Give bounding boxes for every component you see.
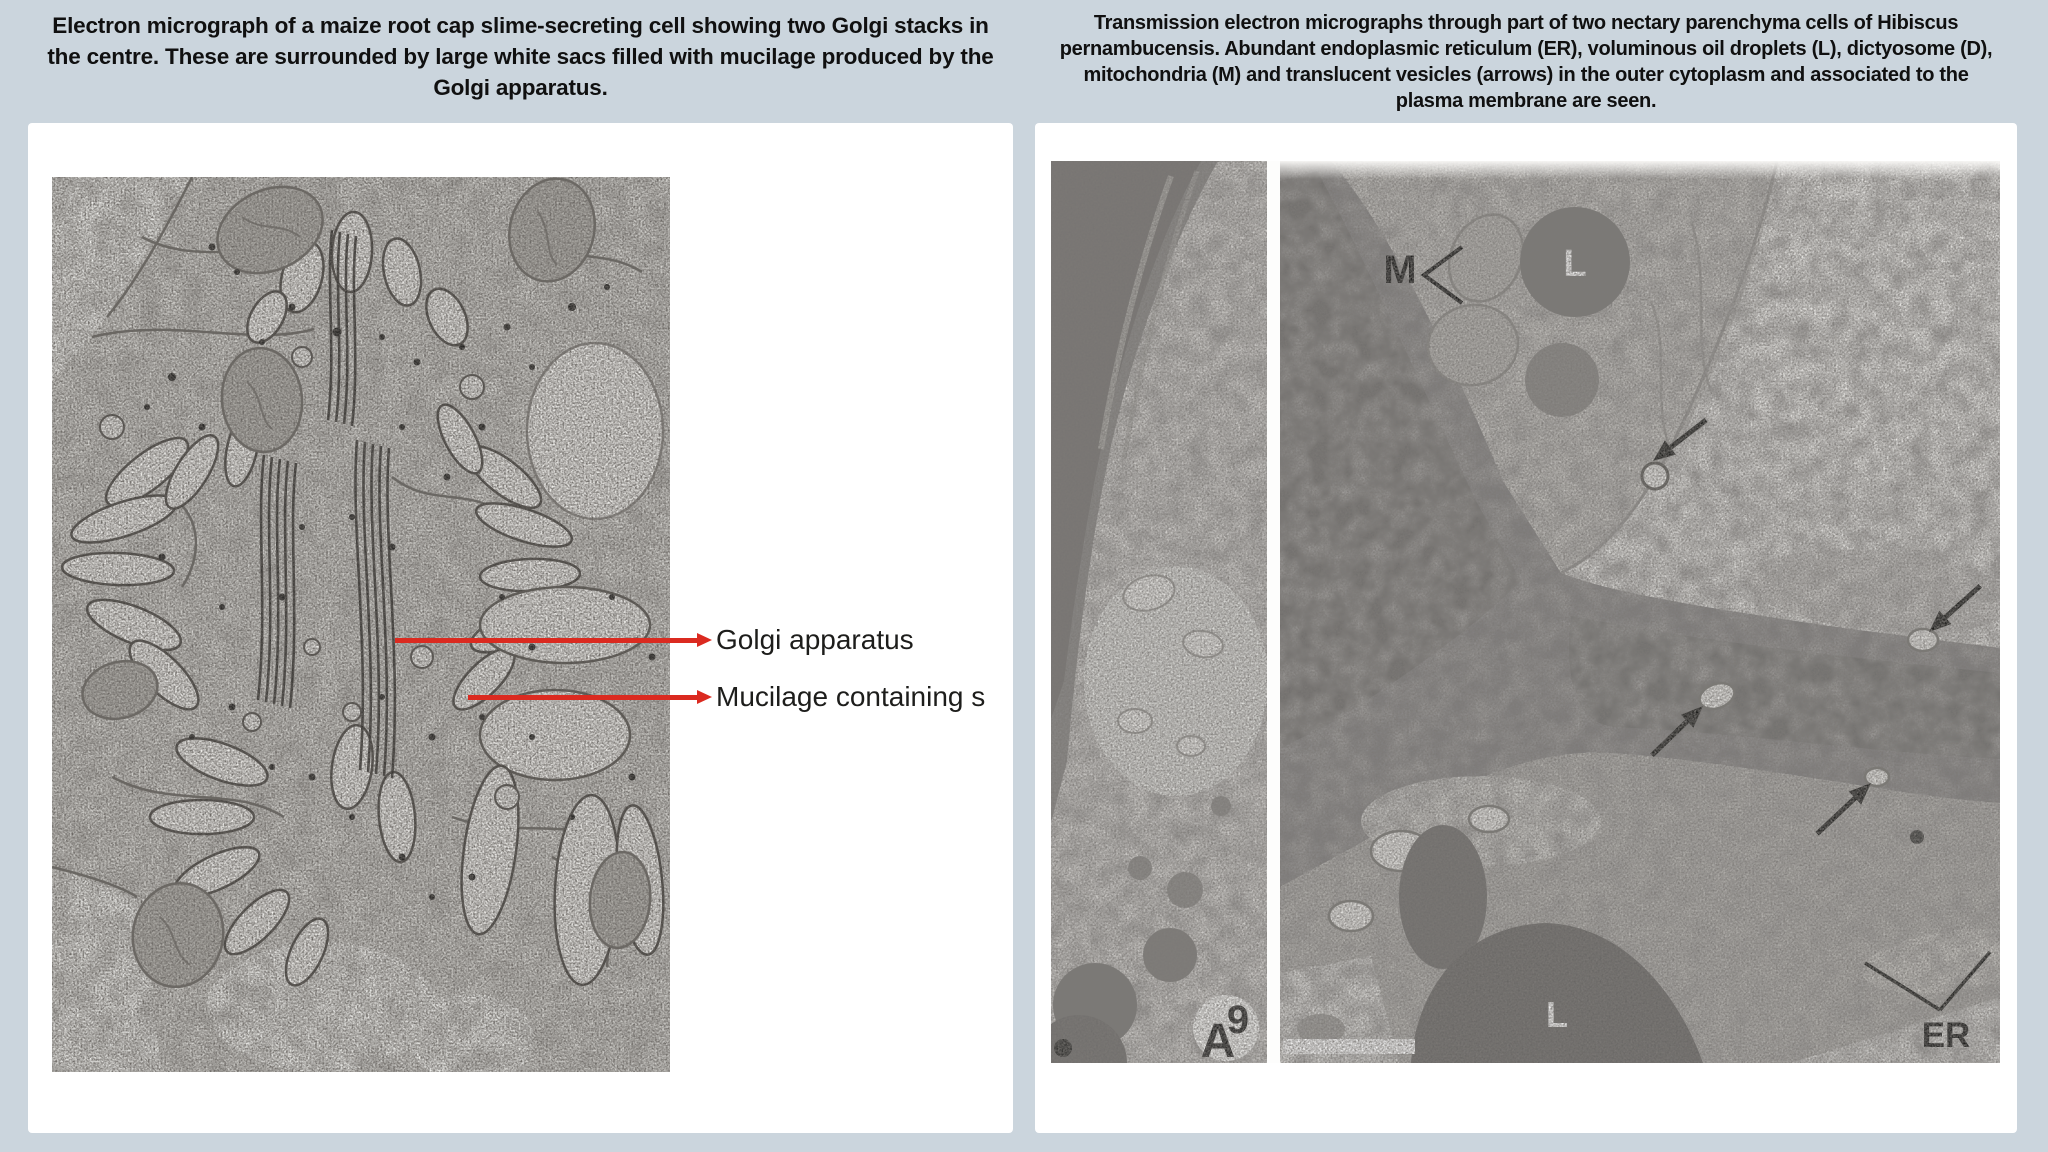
red-arrowhead-icon	[697, 633, 712, 647]
mucilage-annotation-label: Mucilage containing s	[716, 681, 986, 712]
tem-subpanel-b: M L L ER	[1280, 161, 2000, 1063]
subpanel-divider	[1267, 161, 1280, 1063]
right-figure-card: 9 A	[1035, 123, 2017, 1133]
tem-subpanel-a: 9 A	[1051, 161, 1268, 1063]
left-figure-card: Golgi apparatus Mucilage containing s	[28, 123, 1013, 1133]
right-micrograph-image: 9 A	[1051, 161, 2000, 1063]
left-caption: Electron micrograph of a maize root cap …	[47, 13, 994, 100]
golgi-annotation-label: Golgi apparatus	[716, 624, 914, 655]
red-arrowhead-icon	[697, 690, 712, 704]
left-micrograph-image	[52, 177, 670, 1072]
film-grain	[52, 177, 670, 1072]
right-caption: Transmission electron micrographs throug…	[1059, 12, 1993, 112]
